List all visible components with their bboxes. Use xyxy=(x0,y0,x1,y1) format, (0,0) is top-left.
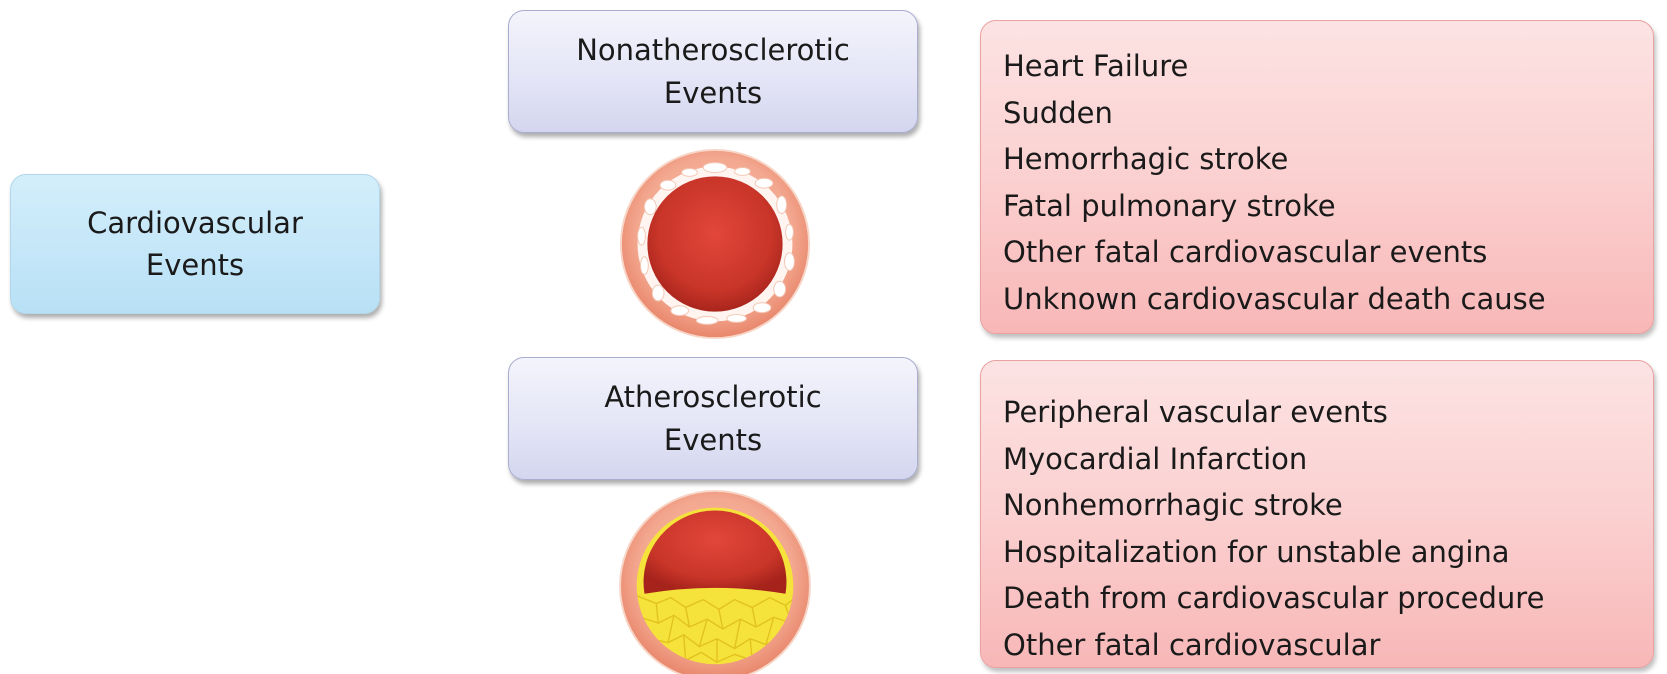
list-item: Death from cardiovascular procedure xyxy=(1003,575,1653,622)
clean-artery-cross-section-icon xyxy=(617,146,813,342)
list-item: Hemorrhagic stroke xyxy=(1003,136,1653,183)
list-item: Fatal pulmonary stroke xyxy=(1003,183,1653,230)
list-item: Unknown cardiovascular death cause xyxy=(1003,276,1653,323)
cardiovascular-events-label-line2: Events xyxy=(146,244,244,286)
atherosclerotic-label-line2: Events xyxy=(664,419,762,461)
list-item: Hospitalization for unstable angina xyxy=(1003,529,1653,576)
nonatherosclerotic-events-node: Nonatherosclerotic Events xyxy=(508,10,918,133)
plaque-artery-cross-section-icon xyxy=(617,488,813,674)
atherosclerotic-events-list: Peripheral vascular events Myocardial In… xyxy=(980,360,1654,668)
atherosclerotic-label-line1: Atherosclerotic xyxy=(604,376,821,418)
list-item: Other fatal cardiovascular events xyxy=(1003,229,1653,276)
list-item: Peripheral vascular events xyxy=(1003,389,1653,436)
nonatherosclerotic-events-list: Heart Failure Sudden Hemorrhagic stroke … xyxy=(980,20,1654,334)
nonatherosclerotic-label-line2: Events xyxy=(664,72,762,114)
cardiovascular-events-node: Cardiovascular Events xyxy=(10,174,380,314)
list-item: Other fatal cardiovascular xyxy=(1003,622,1653,669)
cardiovascular-events-label-line1: Cardiovascular xyxy=(87,202,303,244)
list-item: Myocardial Infarction xyxy=(1003,436,1653,483)
list-item: Heart Failure xyxy=(1003,43,1653,90)
nonatherosclerotic-label-line1: Nonatherosclerotic xyxy=(576,29,850,71)
list-item: Nonhemorrhagic stroke xyxy=(1003,482,1653,529)
list-item: Sudden xyxy=(1003,90,1653,137)
atherosclerotic-events-node: Atherosclerotic Events xyxy=(508,357,918,480)
